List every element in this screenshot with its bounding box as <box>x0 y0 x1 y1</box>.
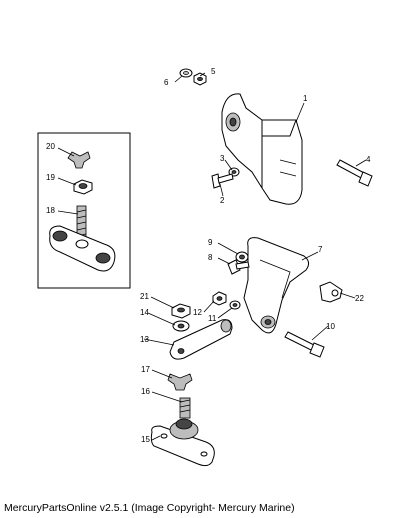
part-8-bolt[interactable] <box>227 259 250 275</box>
callout-4: 4 <box>366 155 371 164</box>
callout-8: 8 <box>208 253 213 262</box>
callout-22: 22 <box>355 294 364 303</box>
callout-7: 7 <box>318 245 323 254</box>
part-18-mount[interactable] <box>49 205 116 272</box>
part-12-nut[interactable] <box>212 291 227 306</box>
part-19-nut[interactable] <box>73 179 93 195</box>
callout-19: 19 <box>46 173 55 182</box>
part-14-washer[interactable] <box>172 320 190 332</box>
callout-5: 5 <box>211 67 216 76</box>
part-2-bolt[interactable] <box>211 173 234 189</box>
part-7-bracket[interactable] <box>243 237 310 334</box>
part-11-washer[interactable] <box>229 300 241 310</box>
callout-3: 3 <box>220 154 225 163</box>
callout-11: 11 <box>208 314 217 323</box>
callout-10: 10 <box>326 322 335 331</box>
callout-21: 21 <box>140 292 149 301</box>
leader-lines <box>57 72 367 441</box>
callout-9: 9 <box>208 238 213 247</box>
callout-14: 14 <box>140 308 149 317</box>
part-16-stud[interactable] <box>179 397 191 419</box>
part-10-bolt[interactable] <box>284 331 325 358</box>
callout-1: 1 <box>303 94 308 103</box>
callout-6: 6 <box>164 78 169 87</box>
part-22-clip[interactable] <box>319 281 343 303</box>
callout-15: 15 <box>141 435 150 444</box>
callout-16: 16 <box>141 387 150 396</box>
part-9-washer[interactable] <box>235 251 249 263</box>
part-13-link[interactable] <box>169 319 233 360</box>
part-3-washer[interactable] <box>228 167 240 177</box>
callout-17: 17 <box>141 365 150 374</box>
image-caption: MercuryPartsOnline v2.5.1 (Image Copyrig… <box>4 502 295 514</box>
callout-2: 2 <box>220 196 225 205</box>
callout-18: 18 <box>46 206 55 215</box>
callout-13: 13 <box>140 335 149 344</box>
part-6-washer[interactable] <box>179 68 193 78</box>
part-17-clip[interactable] <box>167 373 193 391</box>
callout-20: 20 <box>46 142 55 151</box>
part-15-mount[interactable] <box>150 418 215 467</box>
part-5-nut[interactable] <box>193 72 207 86</box>
exploded-parts-diagram: 1 2 3 4 5 6 7 8 9 10 11 12 13 14 15 16 1… <box>37 67 373 467</box>
part-21-nut[interactable] <box>171 303 191 319</box>
inset-frame <box>37 132 131 289</box>
callout-12: 12 <box>193 308 202 317</box>
part-4-bolt[interactable] <box>336 159 373 187</box>
part-1-bracket[interactable] <box>221 93 303 205</box>
